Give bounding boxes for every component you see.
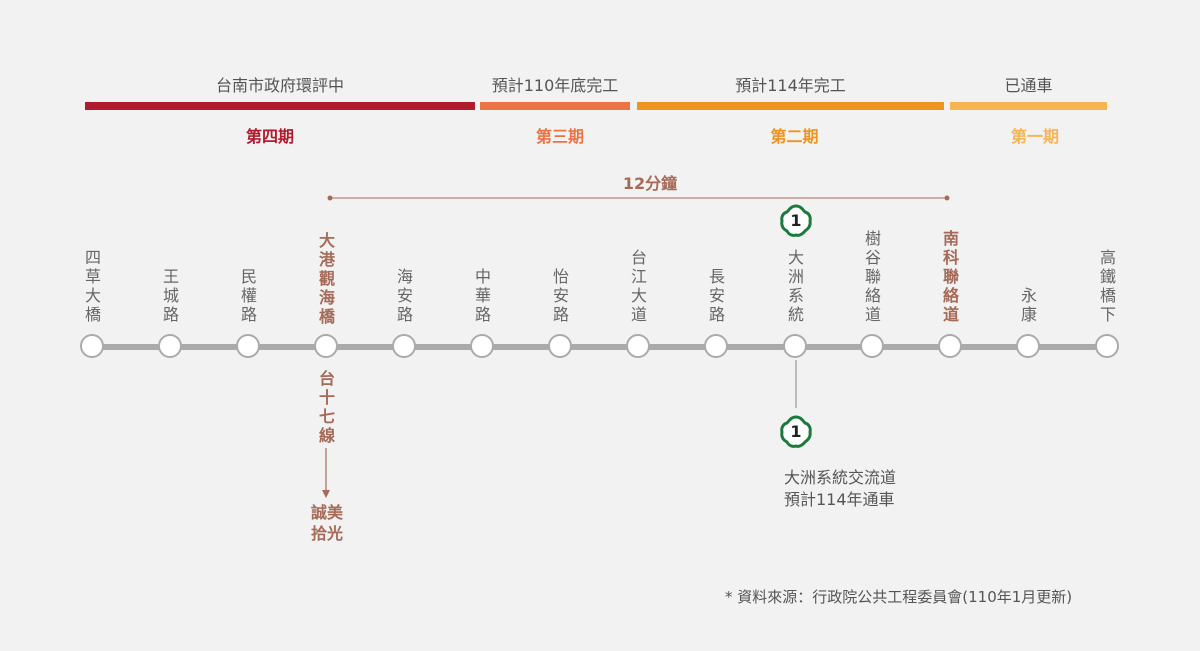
branch-route-label: 台十七線 [318, 369, 335, 445]
travel-time-start-dot [327, 195, 333, 201]
branch-arrow-head [322, 490, 330, 498]
phase1-status: 已通車 [1004, 76, 1053, 95]
station-node [704, 334, 728, 358]
phase1-bar [950, 102, 1107, 110]
phase4-label: 第四期 [245, 127, 294, 146]
station-node [938, 334, 962, 358]
station-label: 王城路 [162, 267, 179, 324]
station-label: 四草大橋 [84, 248, 101, 324]
station-node [860, 334, 884, 358]
station-label: 高鐵橋下 [1099, 248, 1116, 324]
travel-time-end-dot [944, 195, 950, 201]
phase1-label: 第一期 [1010, 127, 1059, 146]
interchange-opening: 預計114年通車 [784, 490, 895, 509]
station-node [1016, 334, 1040, 358]
station-node [314, 334, 338, 358]
station-label: 怡安路 [552, 267, 569, 324]
station-node [626, 334, 650, 358]
station-node [158, 334, 182, 358]
phase3-bar [480, 102, 630, 110]
badge-number: 1 [790, 422, 802, 441]
freeway-1-badge-icon: 1 [779, 204, 813, 238]
source-note: * 資料來源：行政院公共工程委員會(110年1月更新) [725, 588, 1073, 606]
freeway-1-badge-icon: 1 [779, 415, 813, 449]
phase2-status: 預計114年完工 [735, 76, 846, 95]
station-node [470, 334, 494, 358]
station-node [80, 334, 104, 358]
station-label: 中華路 [474, 267, 491, 324]
station-node [1095, 334, 1119, 358]
station-label: 民權路 [240, 267, 257, 324]
branch-destination: 誠美拾光 [310, 503, 343, 543]
station-label: 樹谷聯絡道 [864, 229, 881, 324]
station-label: 長安路 [708, 267, 725, 324]
phase2-bar [637, 102, 944, 110]
phase3-label: 第三期 [535, 127, 584, 146]
station-node [392, 334, 416, 358]
station-label: 海安路 [396, 267, 413, 324]
interchange-name: 大洲系統交流道 [784, 468, 897, 487]
phase4-status: 台南市政府環評中 [215, 76, 344, 95]
travel-time-label: 12分鐘 [622, 174, 678, 193]
station-label: 大洲系統 [787, 248, 804, 324]
phase4-bar [85, 102, 475, 110]
station-node [783, 334, 807, 358]
badge-number: 1 [790, 211, 802, 230]
station-label: 永康 [1020, 286, 1037, 324]
station-label: 台江大道 [630, 248, 647, 324]
station-label: 大港觀海橋 [318, 231, 335, 326]
phase2-label: 第二期 [770, 127, 819, 146]
station-node [548, 334, 572, 358]
phase3-status: 預計110年底完工 [491, 76, 619, 95]
station-node [236, 334, 260, 358]
station-label: 南科聯絡道 [942, 229, 959, 324]
